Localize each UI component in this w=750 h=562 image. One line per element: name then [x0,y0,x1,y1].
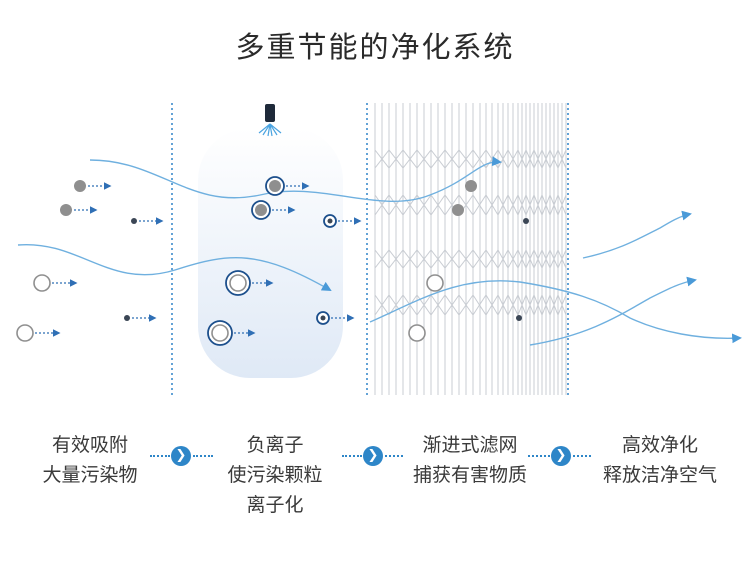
gray-particle [74,180,86,192]
purification-diagram [16,103,742,395]
step-adsorb-line2: 大量污染物 [42,464,138,486]
air-flow-line [17,244,332,291]
ionizer-emitter-icon [265,104,275,122]
air-flow-line [89,156,502,203]
step-release-line1: 高效净化 [621,434,698,456]
step-filter: 渐进式滤网 捕获有害物质 [395,430,545,490]
step-release-line2: 释放洁净空气 [602,464,717,486]
step-ionize: 负离子 使污染颗粒 离子化 [200,430,350,520]
step-adsorb: 有效吸附 大量污染物 [15,430,165,490]
hollow-particle [33,274,51,292]
gray-particle [452,204,464,216]
ion-spray-icon [258,123,282,137]
step-adsorb-line1: 有效吸附 [51,434,128,456]
air-flow-line [582,210,692,259]
connector-dots [528,455,550,457]
connector-dots [385,455,403,457]
page-title: 多重节能的净化系统 [235,30,515,64]
hollow-particle [408,324,426,342]
next-arrow-icon: ❯ [171,446,191,466]
pollutant-particles-stage1 [16,180,164,342]
step-filter-line1: 渐进式滤网 [422,434,518,456]
air-flow-line [369,280,742,344]
ionized-particles-stage2 [207,176,362,346]
dark-particle [516,315,522,321]
dark-particle [131,218,137,224]
connector-dots [342,455,362,457]
ionizer-capsule [198,128,343,378]
step-ionize-line2: 使污染颗粒 [227,464,323,486]
connector-dots [150,455,170,457]
gray-particle [465,180,477,192]
next-arrow-icon: ❯ [551,446,571,466]
step-ionize-line1: 负离子 [246,434,304,456]
air-flow-line [529,276,697,346]
step-release: 高效净化 释放洁净空气 [585,430,735,490]
gray-particle [60,204,72,216]
dark-particle [124,315,130,321]
captured-particles-stage3 [408,180,529,342]
hollow-particle [16,324,34,342]
step-ionize-line3: 离子化 [246,494,304,516]
next-arrow-icon: ❯ [363,446,383,466]
connector-dots [193,455,213,457]
progressive-filter [374,103,567,395]
hollow-particle [426,274,444,292]
air-flow-lines [17,156,742,346]
step-filter-line2: 捕获有害物质 [412,464,527,486]
dark-particle [523,218,529,224]
connector-dots [573,455,591,457]
